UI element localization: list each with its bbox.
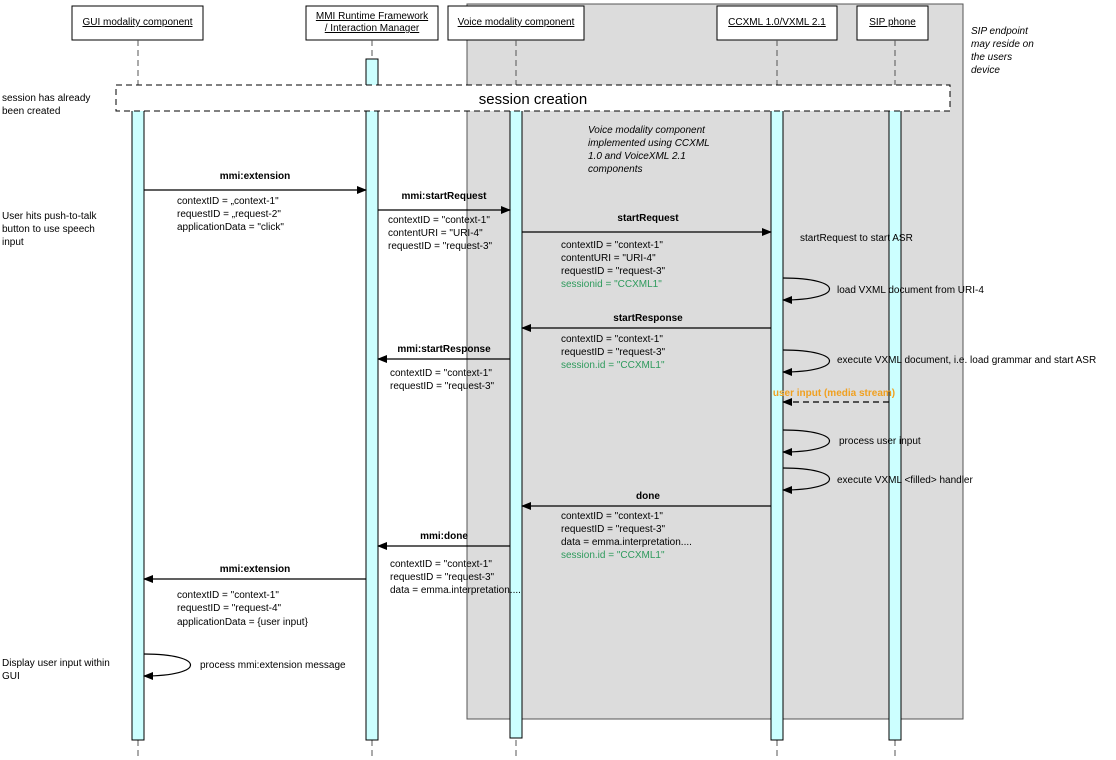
activation-ccxml: [770, 109, 784, 741]
svg-text:contextID = "context-1": contextID = "context-1": [390, 559, 492, 570]
svg-text:MMI Runtime Framework: MMI Runtime Framework: [316, 11, 429, 22]
note-session-created: session has already been created: [2, 93, 90, 117]
svg-text:requestID = "request-3": requestID = "request-3": [388, 241, 493, 252]
message-mmi-start-response: mmi:startResponse contextID = "context-1…: [377, 344, 510, 392]
svg-text:requestID = "request-3": requestID = "request-3": [561, 524, 666, 535]
svg-text:execute VXML document, i.e. lo: execute VXML document, i.e. load grammar…: [837, 355, 1096, 366]
svg-text:applicationData = {user input}: applicationData = {user input}: [177, 617, 309, 628]
svg-text:/ Interaction Manager: / Interaction Manager: [325, 23, 420, 34]
message-mmi-done: mmi:done contextID = "context-1" request…: [377, 531, 521, 596]
session-creation-banner: [115, 84, 951, 112]
message-mmi-extension-1: mmi:extension contextID = „context-1" re…: [144, 171, 367, 233]
svg-text:process mmi:extension message: process mmi:extension message: [200, 660, 346, 671]
message-start-response: startResponse contextID = "context-1" re…: [521, 313, 771, 371]
svg-text:execute VXML <filled> handler: execute VXML <filled> handler: [837, 475, 973, 486]
svg-text:Voice modality component: Voice modality component: [458, 17, 575, 28]
sip-endpoint-region: [466, 3, 964, 720]
svg-text:contextID = "context-1": contextID = "context-1": [390, 368, 492, 379]
note-display-input: Display user input within GUI: [2, 658, 110, 682]
svg-text:startRequest to start ASR: startRequest to start ASR: [800, 233, 913, 244]
message-mmi-extension-2: mmi:extension contextID = "context-1" re…: [143, 564, 366, 628]
svg-text:applicationData = "click": applicationData = "click": [177, 222, 284, 233]
svg-text:requestID = "request-3": requestID = "request-3": [561, 347, 666, 358]
svg-text:user input (media stream): user input (media stream): [773, 388, 895, 399]
svg-text:startRequest: startRequest: [617, 213, 679, 224]
activation-voice: [509, 109, 523, 739]
participant-gui: GUI modality component: [71, 5, 204, 41]
svg-text:session.id = "CCXML1": session.id = "CCXML1": [561, 360, 665, 371]
svg-text:mmi:done: mmi:done: [420, 531, 468, 542]
self-execute-filled-handler: execute VXML <filled> handler: [782, 467, 973, 494]
svg-text:done: done: [636, 491, 660, 502]
activation-sip-phone: [888, 109, 902, 741]
svg-text:SIP endpoint: SIP endpoint: [971, 26, 1029, 37]
svg-text:requestID = "request-3": requestID = "request-3": [561, 266, 666, 277]
svg-text:load VXML document from URI-4: load VXML document from URI-4: [837, 285, 984, 296]
svg-text:GUI modality component: GUI modality component: [82, 17, 192, 28]
svg-text:implemented using CCXML: implemented using CCXML: [588, 138, 710, 149]
svg-text:contextID = „context-1": contextID = „context-1": [177, 196, 279, 207]
svg-text:startResponse: startResponse: [613, 313, 683, 324]
message-done: done contextID = "context-1" requestID =…: [521, 491, 771, 561]
svg-text:Voice modality component: Voice modality component: [588, 125, 706, 136]
note-voice-implementation: Voice modality component implemented usi…: [588, 125, 710, 175]
svg-text:contextID = "context-1": contextID = "context-1": [561, 511, 663, 522]
participant-sip-phone: SIP phone: [856, 5, 929, 41]
svg-text:session has already: session has already: [2, 93, 90, 104]
svg-text:device: device: [971, 65, 1000, 76]
svg-text:input: input: [2, 237, 24, 248]
svg-text:contextID = "context-1": contextID = "context-1": [177, 590, 279, 601]
message-user-input-media-stream: user input (media stream): [773, 388, 895, 406]
svg-text:session.id = "CCXML1": session.id = "CCXML1": [561, 550, 665, 561]
svg-text:sessionid = "CCXML1": sessionid = "CCXML1": [561, 279, 662, 290]
svg-text:contentURI = "URI-4": contentURI = "URI-4": [388, 228, 483, 239]
participant-voice: Voice modality component: [447, 5, 585, 41]
svg-text:process user input: process user input: [839, 436, 921, 447]
self-process-user-input: process user input: [782, 429, 921, 456]
svg-text:the users: the users: [971, 52, 1012, 63]
message-mmi-start-request: mmi:startRequest contextID = "context-1"…: [378, 191, 511, 252]
svg-text:GUI: GUI: [2, 671, 20, 682]
svg-text:mmi:extension: mmi:extension: [220, 171, 291, 182]
svg-text:contextID = "context-1": contextID = "context-1": [561, 334, 663, 345]
svg-text:components: components: [588, 164, 642, 175]
activation-gui: [131, 109, 145, 741]
svg-text:contentURI = "URI-4": contentURI = "URI-4": [561, 253, 656, 264]
svg-text:been created: been created: [2, 106, 60, 117]
svg-text:requestID = "request-4": requestID = "request-4": [177, 603, 282, 614]
participant-ccxml: CCXML 1.0/VXML 2.1: [716, 5, 838, 41]
svg-text:requestID = „request-2": requestID = „request-2": [177, 209, 281, 220]
svg-text:1.0 and VoiceXML 2.1: 1.0 and VoiceXML 2.1: [588, 151, 686, 162]
message-start-request: startRequest contextID = "context-1" con…: [522, 213, 913, 290]
svg-text:data = emma.interpretation....: data = emma.interpretation....: [390, 585, 521, 596]
svg-text:contextID = "context-1": contextID = "context-1": [561, 240, 663, 251]
svg-text:data = emma.interpretation....: data = emma.interpretation....: [561, 537, 692, 548]
sip-endpoint-note: SIP endpoint may reside on the users dev…: [971, 26, 1034, 76]
svg-text:requestID = "request-3": requestID = "request-3": [390, 572, 495, 583]
svg-text:Display user input within: Display user input within: [2, 658, 110, 669]
svg-text:mmi:startRequest: mmi:startRequest: [401, 191, 487, 202]
self-load-vxml: load VXML document from URI-4: [782, 277, 984, 304]
svg-text:button to use speech: button to use speech: [2, 224, 95, 235]
activation-mmi: [365, 58, 379, 741]
svg-text:mmi:startResponse: mmi:startResponse: [397, 344, 491, 355]
svg-text:User hits push-to-talk: User hits push-to-talk: [2, 211, 97, 222]
self-process-mmi-extension: process mmi:extension message: [143, 653, 346, 680]
svg-text:requestID = "request-3": requestID = "request-3": [390, 381, 495, 392]
svg-text:may reside on: may reside on: [971, 39, 1034, 50]
svg-text:mmi:extension: mmi:extension: [220, 564, 291, 575]
svg-text:contextID = "context-1": contextID = "context-1": [388, 215, 490, 226]
svg-text:SIP phone: SIP phone: [869, 17, 916, 28]
session-creation-label: session creation: [479, 91, 587, 108]
note-push-to-talk: User hits push-to-talk button to use spe…: [2, 211, 97, 248]
participant-mmi: MMI Runtime Framework / Interaction Mana…: [305, 5, 439, 41]
self-execute-vxml: execute VXML document, i.e. load grammar…: [782, 349, 1096, 376]
svg-text:CCXML 1.0/VXML 2.1: CCXML 1.0/VXML 2.1: [728, 17, 826, 28]
